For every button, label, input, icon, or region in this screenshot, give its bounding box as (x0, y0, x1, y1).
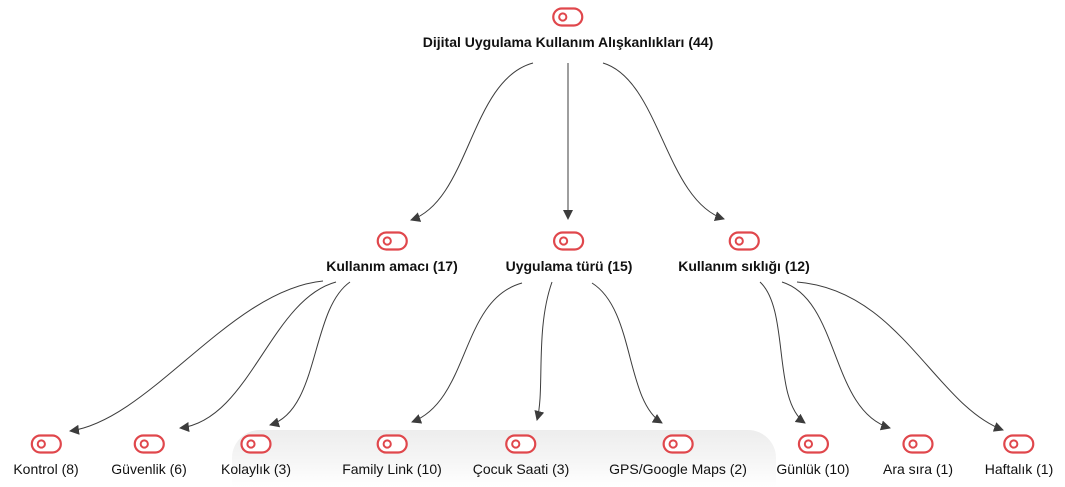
node-label: GPS/Google Maps (2) (609, 461, 747, 477)
toggle-switch-icon (902, 434, 934, 454)
node-guvenlik[interactable]: Güvenlik (6) (111, 434, 187, 477)
node-label: Ara sıra (1) (882, 461, 954, 477)
toggle-switch-icon (376, 231, 408, 251)
toggle-switch-icon (553, 231, 585, 251)
edge-tur-to-gps (591, 282, 663, 424)
edge-siklik-to-gunluk (759, 281, 806, 424)
node-cocuk-saati[interactable]: Çocuk Saati (3) (473, 434, 569, 477)
edge-amac-to-guvenlik (179, 281, 337, 432)
node-family-link[interactable]: Family Link (10) (342, 434, 442, 477)
edge-siklik-to-ara-sira (781, 281, 891, 431)
node-label: Kullanım sıklığı (12) (678, 258, 810, 274)
toggle-switch-icon (133, 434, 165, 454)
node-label: Çocuk Saati (3) (472, 461, 570, 477)
node-label: Güvenlik (6) (111, 461, 187, 477)
node-gps-google-maps[interactable]: GPS/Google Maps (2) (609, 434, 747, 477)
node-label: Kontrol (8) (13, 461, 79, 477)
toggle-switch-icon (728, 231, 760, 251)
node-label: Dijital Uygulama Kullanım Alışkanlıkları… (422, 34, 714, 50)
node-label: Haftalık (1) (984, 461, 1054, 477)
node-kolaylik[interactable]: Kolaylık (3) (221, 434, 291, 477)
node-label: Kullanım amacı (17) (326, 258, 458, 274)
node-root[interactable]: Dijital Uygulama Kullanım Alışkanlıkları… (423, 7, 713, 50)
node-uygulama-turu[interactable]: Uygulama türü (15) (505, 231, 633, 274)
node-kontrol[interactable]: Kontrol (8) (13, 434, 79, 477)
toggle-switch-icon (505, 434, 537, 454)
toggle-switch-icon (376, 434, 408, 454)
edge-siklik-to-haftalik (796, 281, 1004, 432)
node-label: Günlük (10) (776, 461, 850, 477)
node-haftalik[interactable]: Haftalık (1) (985, 434, 1053, 477)
node-kullanim-amaci[interactable]: Kullanım amacı (17) (326, 231, 458, 274)
edge-tur-to-family-link (411, 282, 523, 424)
toggle-switch-icon (797, 434, 829, 454)
node-kullanim-sikligi[interactable]: Kullanım sıklığı (12) (678, 231, 810, 274)
edge-amac-to-kontrol (69, 280, 324, 435)
toggle-switch-icon (662, 434, 694, 454)
node-label: Uygulama türü (15) (505, 258, 633, 274)
toggle-switch-icon (1003, 434, 1035, 454)
toggle-switch-icon (240, 434, 272, 454)
toggle-switch-icon (552, 7, 584, 27)
edge-amac-to-kolaylik (269, 281, 351, 428)
toggle-switch-icon (30, 434, 62, 454)
node-label: Family Link (10) (342, 461, 442, 477)
edge-root-to-kullanim-sikligi (602, 62, 725, 221)
node-ara-sira[interactable]: Ara sıra (1) (883, 434, 953, 477)
node-gunluk[interactable]: Günlük (10) (776, 434, 850, 477)
edge-tur-to-cocuk-saati (534, 281, 553, 421)
node-label: Kolaylık (3) (220, 461, 292, 477)
edge-root-to-kullanim-amaci (410, 62, 534, 222)
